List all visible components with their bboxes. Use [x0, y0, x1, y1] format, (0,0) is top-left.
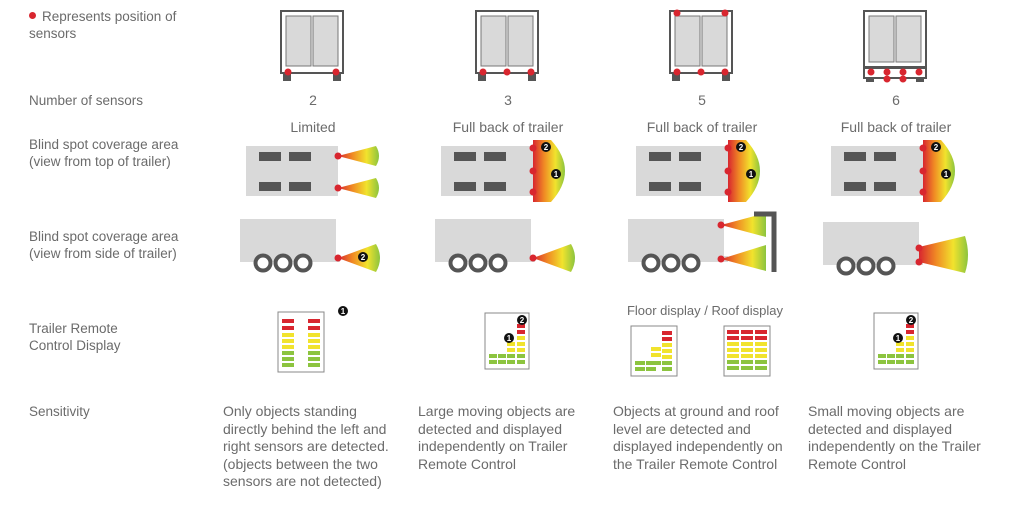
sensor-dot-icon [29, 12, 36, 19]
floor-display [630, 325, 678, 377]
remote-display-3: 2 1 [484, 312, 530, 370]
roof-display [723, 325, 771, 377]
badge-top-b-label: 1 [554, 170, 559, 179]
sensitivity-description-3: Large moving objects are detected and di… [418, 403, 576, 472]
badge-top-label: 2 [934, 143, 939, 152]
badge-remote-a-label: 2 [909, 316, 914, 325]
badge-icon-1 [941, 169, 951, 179]
coverage-label-5: Full back of trailer [646, 119, 758, 135]
badge-icon-1 [504, 333, 514, 343]
sensor-count-6: 6 [892, 92, 900, 108]
side-view-6 [823, 222, 968, 276]
badge-side-label: 2 [361, 253, 366, 262]
coverage-label-3: Full back of trailer [452, 119, 564, 135]
trailer-rear-view-3 [475, 10, 539, 81]
remote-display-6: 2 1 [873, 312, 919, 370]
row-label-sensitivity: Sensitivity [29, 404, 90, 419]
badge-remote-b-label: 1 [896, 334, 901, 343]
badge-icon-2 [541, 142, 551, 152]
coverage-label-2: Limited [290, 119, 336, 135]
row-label-remote-display: Trailer Remote Control Display [29, 321, 121, 353]
badge-icon-1 [338, 306, 348, 316]
row-label-top-view: Blind spot coverage area (view from top … [29, 137, 179, 169]
badge-icon-1 [893, 333, 903, 343]
top-view-5: 2 1 [636, 140, 760, 202]
row-label-number-of-sensors: Number of sensors [29, 93, 144, 108]
badge-icon-2 [736, 142, 746, 152]
badge-icon-1 [551, 169, 561, 179]
sensitivity-description-6: Small moving objects are detected and di… [808, 403, 981, 472]
legend: Represents position of sensors [29, 8, 176, 42]
badge-icon-2 [517, 315, 527, 325]
badge-top-b-label: 1 [944, 170, 949, 179]
top-view-2 [246, 146, 379, 198]
badge-top-label: 2 [739, 143, 744, 152]
badge-remote-b-label: 1 [507, 334, 512, 343]
badge-icon-2 [906, 315, 916, 325]
top-view-3: 2 1 [441, 140, 565, 202]
trailer-rear-view-2 [280, 10, 344, 81]
side-view-2: 2 [240, 219, 380, 273]
side-view-5 [628, 211, 777, 273]
badge-icon-2 [358, 252, 368, 262]
row-label-side-view: Blind spot coverage area (view from side… [29, 229, 179, 261]
remote-display-2: 1 [277, 306, 348, 373]
badge-remote-a-label: 2 [520, 316, 525, 325]
trailer-rear-view-5 [669, 9, 733, 81]
top-view-6: 2 1 [831, 140, 955, 202]
badge-icon-1 [746, 169, 756, 179]
sensor-count-3: 3 [504, 92, 512, 108]
coverage-label-6: Full back of trailer [840, 119, 952, 135]
sensor-count-5: 5 [698, 92, 706, 108]
trailer-rear-view-6 [863, 10, 927, 83]
sensitivity-description-2: Only objects standing directly behind th… [223, 403, 389, 489]
badge-top-label: 2 [544, 143, 549, 152]
badge-icon-2 [931, 142, 941, 152]
badge-remote-label: 1 [341, 307, 346, 316]
legend-text: Represents position of sensors [29, 9, 177, 41]
floor-roof-display-label: Floor display / Roof display [626, 303, 784, 318]
sensor-count-2: 2 [309, 92, 317, 108]
side-view-3 [435, 219, 575, 273]
sensitivity-description-5: Objects at ground and roof level are det… [613, 403, 783, 472]
badge-top-b-label: 1 [749, 170, 754, 179]
